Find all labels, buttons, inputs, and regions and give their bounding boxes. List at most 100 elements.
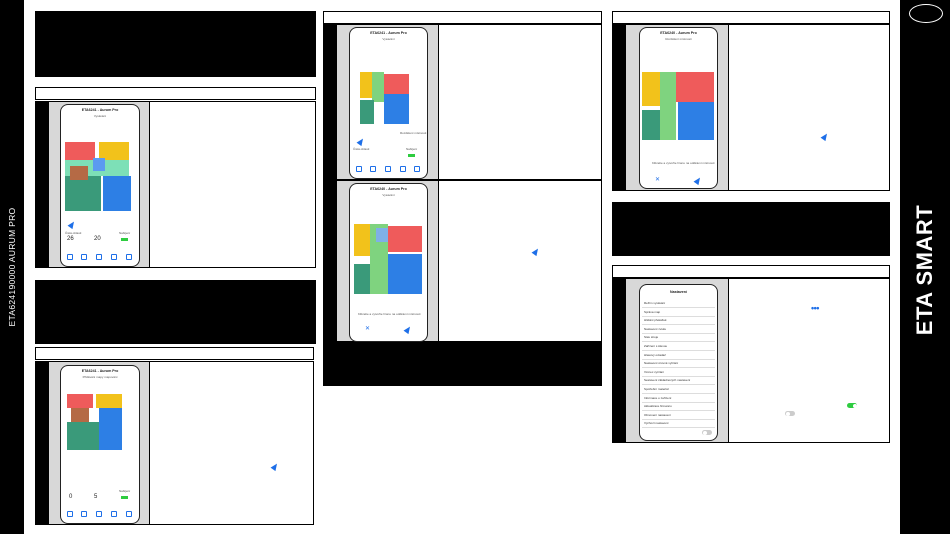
settings-row[interactable]: Sestavení základnových nastavení (644, 378, 691, 383)
nav-edit-icon[interactable] (400, 166, 406, 172)
page-marker-oval (909, 4, 943, 23)
toggle-off-icon (785, 411, 795, 416)
navigation-arrow-icon (270, 461, 280, 472)
screenshot-area: ETA6240 - Aurum Pro Vysávání Klikněte a … (337, 181, 439, 342)
nav-settings-icon[interactable] (126, 254, 132, 260)
battery-bar (121, 238, 128, 241)
settings-row[interactable]: Režim vysávání (644, 301, 666, 305)
navigation-arrow-icon[interactable] (356, 136, 366, 147)
nav-clean-icon[interactable] (67, 511, 73, 517)
settings-row[interactable]: Stav stroje (644, 335, 659, 340)
settings-row[interactable]: Nastavení zvuku (644, 326, 667, 331)
room-red (384, 74, 409, 94)
screenshot-area: ETA6241 - Aurum Pro Přidávání mapy mapov… (49, 362, 150, 524)
room-teal (65, 176, 101, 211)
settings-row[interactable]: Vzorec vytírání (644, 369, 665, 374)
section-header-4 (612, 11, 890, 24)
figure-panel-2: ETA6241 - Aurum Pro Přidávání mapy mapov… (35, 361, 314, 525)
figure-panel-4: ETA6240 - Aurum Pro Vysávání Klikněte a … (323, 180, 602, 342)
nav-clean-icon[interactable] (67, 254, 73, 260)
confirm-arrow-icon[interactable] (693, 175, 703, 186)
settings-row[interactable]: Obnovení nastavení (644, 412, 671, 417)
settings-row[interactable]: Spotřební materiál (644, 387, 669, 391)
settings-row[interactable]: Hlídání překážek (644, 318, 667, 323)
settings-row[interactable]: Informace o zařízení (644, 395, 672, 400)
settings-row-divider (642, 384, 715, 386)
room-red (65, 142, 95, 160)
room-teal (354, 264, 370, 294)
settings-row-divider (642, 367, 715, 369)
room-yellow (360, 72, 372, 98)
settings-row-divider (642, 350, 715, 351)
figure-panel-3: ETA6241 - Aurum Pro Vysávání Rozdělení m… (323, 24, 602, 180)
phone-screen: ETA6241 - Aurum Pro Vysávání Rozdělení m… (349, 27, 428, 179)
settings-row-divider (642, 375, 715, 377)
small-value-2: 5 (94, 494, 98, 500)
room-teal (642, 110, 660, 140)
screenshot-area: ETA6240 - Aurum Pro Rozdělení místnosti … (626, 25, 729, 190)
settings-row[interactable]: Aktualizace firmwaru (644, 404, 672, 409)
section-header-2 (35, 347, 314, 360)
nav-room-icon[interactable] (96, 511, 102, 517)
room-green (372, 72, 384, 102)
nav-clean-icon[interactable] (356, 166, 362, 172)
map-label: Vysávání (382, 37, 395, 41)
settings-row[interactable]: Zařízení s Alexou (644, 344, 668, 348)
nav-map-icon[interactable] (81, 254, 87, 260)
panel-stripe (36, 102, 49, 267)
phone-screen: ETA6240 - Aurum Pro Rozdělení místnosti … (639, 27, 718, 189)
small-value-1: 0 (69, 494, 73, 500)
navigation-arrow-icon[interactable] (67, 219, 77, 230)
settings-row-divider (642, 332, 715, 334)
nav-settings-icon[interactable] (414, 166, 420, 172)
map-label: Vysávání (93, 114, 107, 118)
cancel-icon[interactable]: ✕ (655, 177, 661, 183)
more-options-icon: ••• (811, 303, 819, 313)
nav-edit-icon[interactable] (111, 254, 117, 260)
section-header-3 (323, 11, 602, 24)
edit-label: Přidávání mapy mapování (82, 375, 118, 379)
navigation-arrow-icon (531, 246, 541, 257)
cancel-icon[interactable]: ✕ (365, 326, 371, 332)
nav-room-icon[interactable] (96, 254, 102, 260)
app-title: ETA6241 - Aurum Pro (370, 31, 407, 35)
map-label: Vysávání (382, 193, 395, 197)
settings-row[interactable]: Správa map (644, 309, 661, 314)
room-red (388, 226, 422, 252)
settings-row[interactable]: Hlasový ovladač (644, 352, 666, 357)
nav-map-icon[interactable] (81, 511, 87, 517)
room-blue-small (93, 158, 105, 171)
nav-settings-icon[interactable] (126, 511, 132, 517)
battery-label: Nabíjení (119, 489, 131, 493)
text-block-2 (35, 280, 316, 344)
screenshot-area: ETA6241 - Aurum Pro Vysávání Čistá oblas… (49, 102, 150, 267)
room-division-label: Rozdělení místnosti (665, 37, 692, 41)
nav-map-icon[interactable] (370, 166, 376, 172)
settings-toggle-off[interactable] (702, 430, 712, 435)
settings-row[interactable]: Výchozí nastavení (644, 421, 669, 426)
settings-row-divider (642, 401, 715, 403)
room-teal (67, 422, 99, 450)
app-title: ETA6241 - Aurum Pro (81, 369, 119, 373)
nav-room-icon[interactable] (385, 166, 391, 172)
nav-edit-icon[interactable] (111, 511, 117, 517)
area-value: 26 (67, 236, 74, 242)
settings-row[interactable]: Nastavení úrovně vytírání (644, 361, 679, 366)
brand-title: ETA SMART (912, 204, 937, 336)
settings-row-divider (642, 307, 715, 308)
section-header-1 (35, 87, 316, 100)
confirm-arrow-icon[interactable] (403, 324, 413, 335)
settings-row-divider (642, 315, 715, 317)
screenshot-area: ETA6241 - Aurum Pro Vysávání Rozdělení m… (337, 25, 439, 179)
battery-bar (408, 154, 415, 157)
figure-panel-1: ETA6241 - Aurum Pro Vysávání Čistá oblas… (35, 101, 316, 268)
time-value: 20 (94, 236, 101, 242)
toggle-on-icon (847, 403, 857, 408)
room-blue (388, 254, 422, 294)
model-number: ETA624190000 AURUM PRO (7, 207, 17, 327)
divide-hint: Klikněte a vytvořte hranu na oddělení mí… (652, 161, 715, 165)
cleaning-area-label: Čistá oblasti (353, 147, 370, 151)
